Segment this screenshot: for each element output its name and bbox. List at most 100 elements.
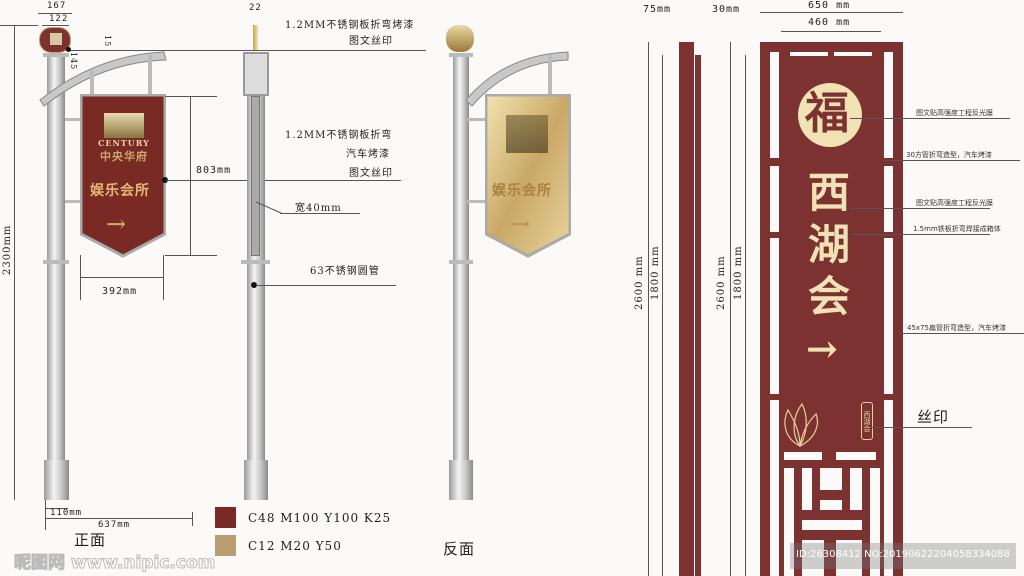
pole-flange [241,260,270,264]
curved-arm [39,51,167,107]
note-2: 30方管折弯造型，汽车烤漆 [906,151,992,159]
dim-75: 75mm [643,4,672,15]
dim-167: 167 [47,1,67,11]
leader-line [166,180,401,181]
dim-tick [80,255,81,300]
note-width: 宽40mm [295,203,342,214]
title-char-3: 会 [808,272,852,321]
back-label: 反面 [443,540,476,558]
top-width-dim: 22 [249,3,262,13]
lattice-cutout [884,52,893,158]
sign-height-dim: 803mm [196,165,232,176]
watermark-site: 昵图网 www.nipic.com [13,553,216,573]
leader-line [850,118,1010,119]
leader-line [256,201,282,214]
seal: 西湖会 [861,402,873,440]
base-dim: 110mm [50,508,83,518]
logo-en: CENTURY [98,138,150,148]
dim-line [80,277,164,278]
dot-marker [162,177,168,183]
pole-flange [43,260,69,264]
lattice-cutout [884,238,893,394]
dim-line [45,518,193,519]
silk-label: 丝印 [917,408,950,426]
swatch-red [215,507,236,528]
note-3: 图文贴高强度工程反光膜 [916,199,993,207]
dot-marker [66,47,71,52]
dim-tick [192,512,193,526]
pole-flange [449,53,473,57]
side-profile-main [679,42,694,576]
front-label: 正面 [74,531,107,549]
back-pole [453,55,469,460]
dim-2600-b: 2600 mm [716,255,727,310]
dim-line [745,55,746,576]
lattice-cutout [790,52,828,56]
legend-red: C48 M100 Y100 K25 [248,511,392,525]
sign-title: 娱乐会所 [90,183,150,199]
logo-crest [506,115,548,153]
hanger [548,55,552,96]
watermark-box [790,543,1016,569]
logo-char: 福 [805,88,850,139]
arrow-icon: → [106,210,128,238]
dim-30: 30mm [712,4,741,15]
side-profile-box [695,55,701,576]
lattice-cutout [770,166,779,232]
pole-base [244,460,268,500]
dim-line [45,508,68,509]
dim-460: 460 mm [808,17,851,28]
side-sign-panel [251,96,260,256]
note-3: 1.2MM不锈钢板折弯 [285,130,393,141]
leader-line [899,333,1024,334]
front-pole [47,55,65,460]
note-pipe: 63不锈钢圆管 [310,266,380,277]
hanger [90,70,94,96]
title-char-2: 湖 [808,220,852,269]
note-5: 图文丝印 [349,168,393,179]
leader-line [885,160,1020,161]
lattice-cutout [770,52,779,158]
watermark-id: ID:26308412 NO:20190622204058334088 [796,549,1010,560]
bracket [467,118,487,121]
lattice-pattern [784,452,880,576]
dim-tick [165,255,217,256]
dim-line [760,12,903,13]
note-5: 45x75扁管折弯造型，汽车烤漆 [907,324,1006,332]
note-1: 1.2MM不锈钢板折弯烤漆 [285,20,415,31]
note-4: 汽车烤漆 [346,149,390,160]
height-dim-line [14,25,15,500]
dim-line [38,13,72,14]
leader-line [256,285,396,286]
top-ornament [446,25,474,52]
lattice-cutout [884,400,893,576]
dim-650: 650 mm [808,0,851,11]
dim-1800-a: 1800 mm [650,245,661,300]
side-bracket [243,52,269,96]
height-dim: 2300mm [2,224,13,275]
curved-arm [465,51,569,107]
dim-tick [0,25,38,26]
logo-circle [798,83,862,147]
dim-122: 122 [49,14,69,24]
ornament-logo [50,33,62,45]
lattice-cutout [770,238,779,394]
bracket [65,118,82,121]
dim-line [42,25,69,26]
lattice-cutout [834,52,872,56]
dim-line [730,42,731,576]
dim-line [648,42,649,576]
leader-line [850,208,990,209]
note-1: 图文贴高强度工程反光膜 [916,109,993,117]
hanger [148,55,152,96]
dim-line [190,96,191,256]
title-char-1: 西 [808,168,852,217]
pole-base [44,460,69,500]
logo-crest [104,113,144,138]
leader-line [66,50,426,51]
dim-line [662,55,663,576]
lotus-icon [784,402,819,448]
legend-gold: C12 M20 Y50 [248,539,342,553]
top-ornament-side [253,25,258,50]
back-sign-title: 娱乐会所 [492,183,552,199]
